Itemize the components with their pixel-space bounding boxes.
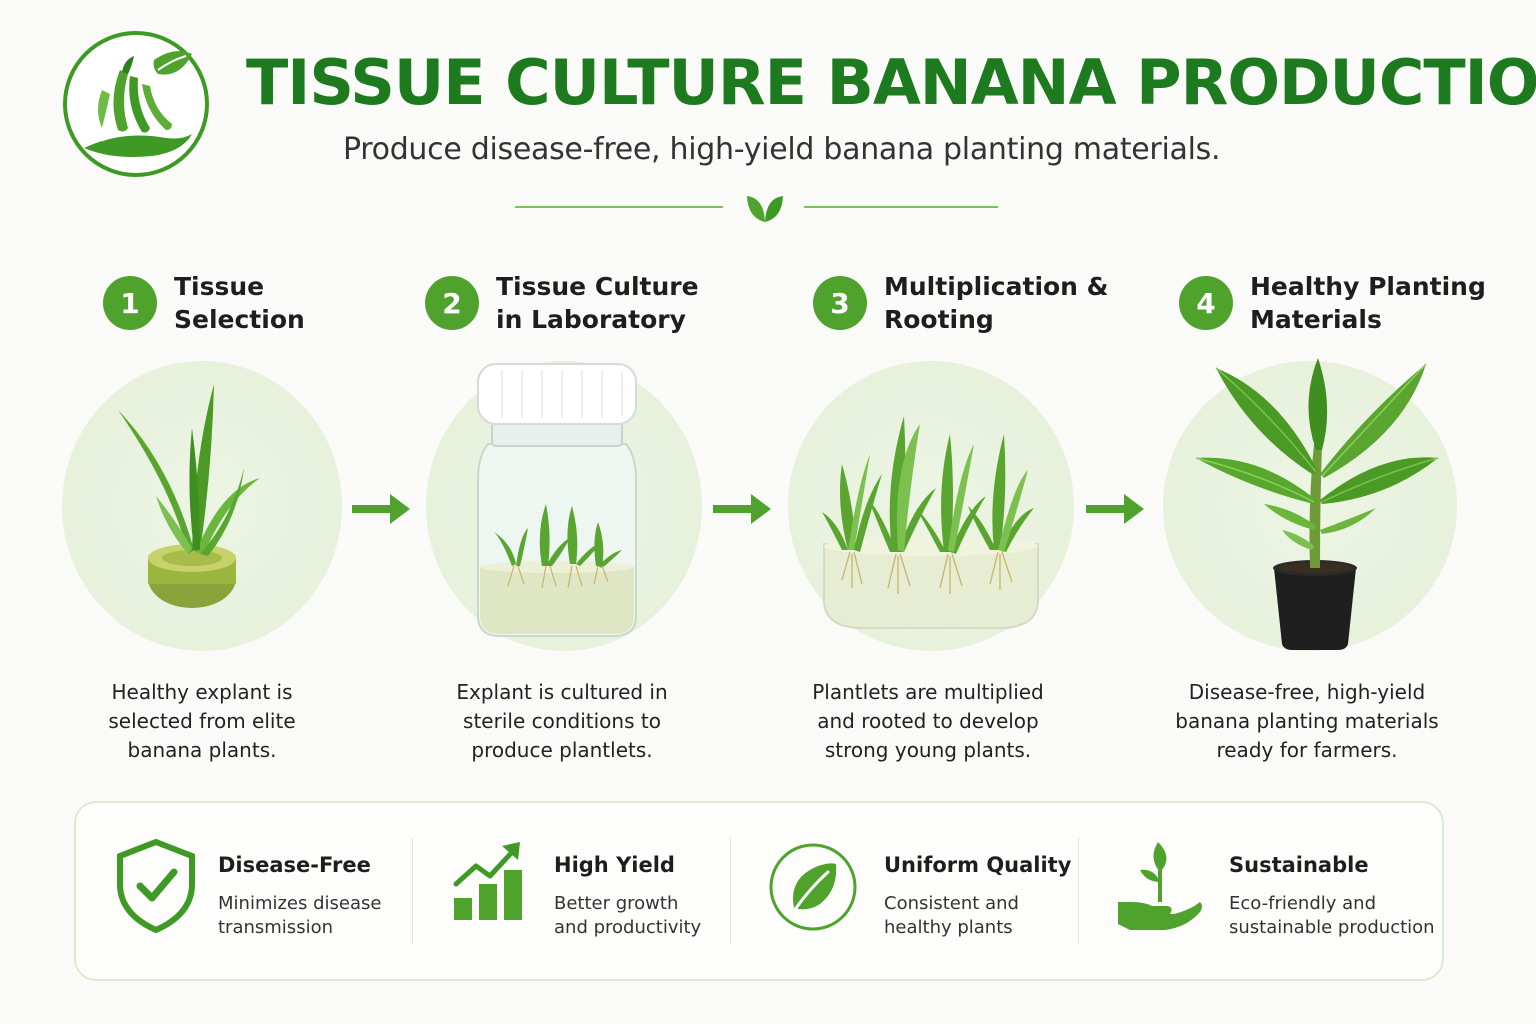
step-number-badge: 1 [103, 276, 157, 330]
step-arrow-3 [1086, 494, 1144, 524]
step-title: Multiplication & Rooting [884, 272, 1109, 334]
benefit-separator [1078, 838, 1079, 944]
banana-explant-icon [118, 384, 260, 608]
leaf-circle-icon [769, 843, 857, 931]
page-subtitle: Produce disease-free, high-yield banana … [343, 132, 1221, 167]
step-title: Tissue Culture in Laboratory [496, 272, 699, 334]
growth-chart-icon [453, 842, 522, 920]
step-2-description: Explant is cultured in sterile condition… [456, 680, 668, 762]
benefit-description: Consistent and healthy plants [884, 893, 1019, 938]
benefit-title: High Yield [554, 853, 675, 877]
step-number-badge: 4 [1179, 276, 1233, 330]
benefit-separator [412, 838, 413, 944]
step-3-header: 3 Multiplication & Rooting [813, 270, 1109, 336]
step-title: Tissue Selection [174, 272, 305, 334]
step-number-badge: 2 [425, 276, 479, 330]
benefits-panel [74, 801, 1444, 981]
benefit-description: Better growth and productivity [554, 893, 702, 938]
banana-leaf-hand-logo-icon [63, 31, 209, 177]
leaf-sprout-icon [747, 196, 783, 222]
step-1-header: 1 Tissue Selection [103, 270, 305, 336]
benefit-description: Minimizes disease transmission [218, 893, 382, 938]
rooted-plantlets-icon [822, 416, 1039, 629]
step-arrow-2 [713, 494, 771, 524]
step-title: Healthy Planting Materials [1250, 272, 1486, 334]
step-3-description: Plantlets are multiplied and rooted to d… [812, 680, 1044, 762]
step-arrow-1 [352, 494, 410, 524]
benefit-title: Sustainable [1229, 853, 1369, 877]
step-4-header: 4 Healthy Planting Materials [1179, 270, 1486, 336]
step-2-header: 2 Tissue Culture in Laboratory [425, 270, 699, 336]
step-number-badge: 3 [813, 276, 867, 330]
benefit-title: Disease-Free [218, 853, 371, 877]
potted-banana-plant-icon [1195, 358, 1439, 650]
hand-sprout-icon [1118, 842, 1202, 930]
page-title: TISSUE CULTURE BANANA PRODUCTION [246, 46, 1536, 119]
benefit-title: Uniform Quality [884, 853, 1072, 877]
shield-check-icon [117, 838, 195, 934]
step-1-description: Healthy explant is selected from elite b… [108, 680, 296, 762]
benefit-description: Eco-friendly and sustainable production [1229, 893, 1435, 938]
culture-jar-icon [477, 363, 637, 637]
divider-left [515, 206, 723, 208]
step-4-description: Disease-free, high-yield banana planting… [1175, 680, 1439, 762]
divider-right [804, 206, 998, 208]
benefit-separator [730, 838, 731, 944]
